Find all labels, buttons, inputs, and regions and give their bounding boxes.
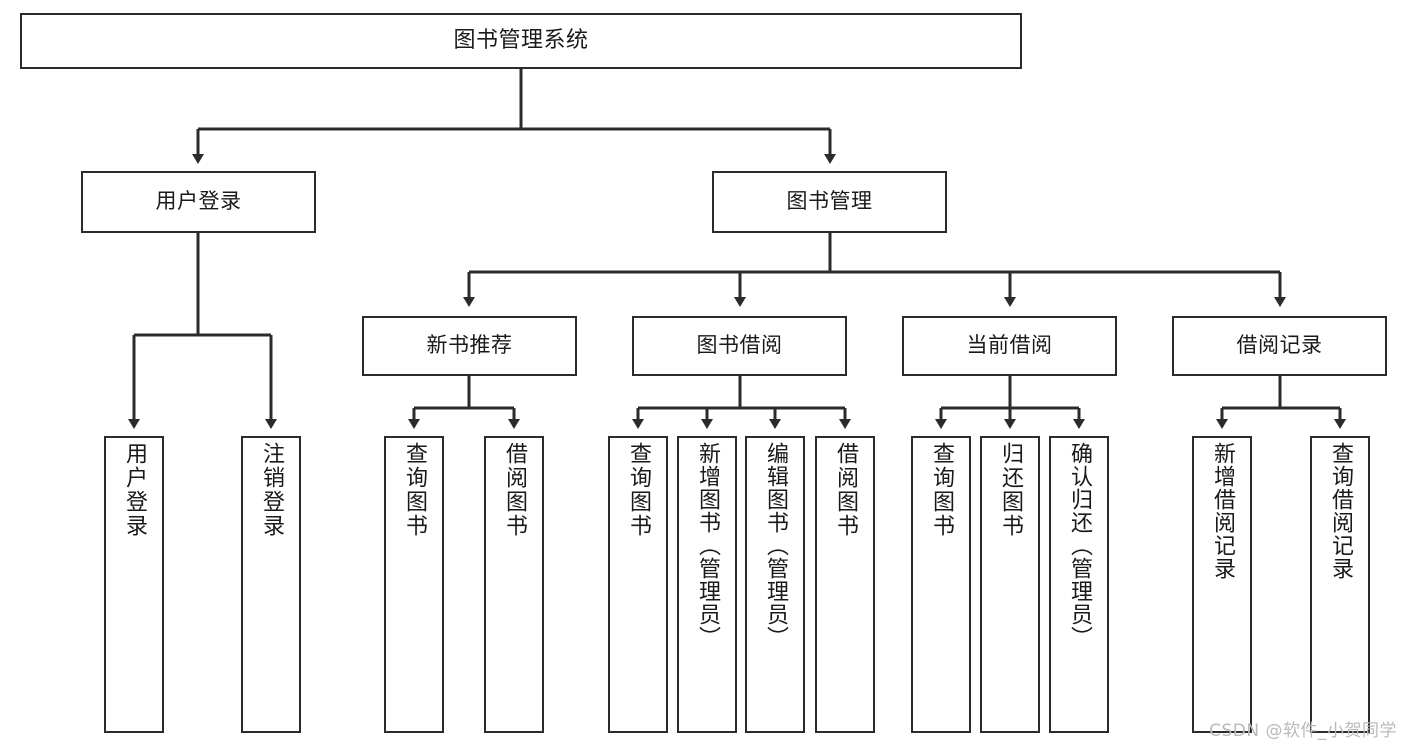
leaf-user-login-login[interactable]: 用户登录 bbox=[104, 436, 164, 733]
node-label: 归还图书 bbox=[998, 442, 1023, 538]
node-book-borrow[interactable]: 图书借阅 bbox=[632, 316, 847, 376]
node-new-book-recommend[interactable]: 新书推荐 bbox=[362, 316, 577, 376]
node-label: 借阅记录 bbox=[1236, 333, 1323, 358]
leaf-book-borrow-add[interactable]: 新增图书（管理员） bbox=[677, 436, 737, 733]
leaf-book-borrow-borrow[interactable]: 借阅图书 bbox=[815, 436, 875, 733]
leaf-book-borrow-query[interactable]: 查询图书 bbox=[608, 436, 668, 733]
node-label: 新增借阅记录 bbox=[1210, 442, 1235, 580]
node-label: 用户登录 bbox=[155, 189, 242, 214]
node-label: 新增图书（管理员） bbox=[695, 442, 720, 649]
node-label: 查询图书 bbox=[626, 442, 651, 538]
node-label: 确认归还（管理员） bbox=[1067, 442, 1092, 649]
node-label: 当前借阅 bbox=[966, 333, 1053, 358]
node-user-login[interactable]: 用户登录 bbox=[81, 171, 316, 233]
node-label: 借阅图书 bbox=[833, 442, 858, 538]
node-current-borrow[interactable]: 当前借阅 bbox=[902, 316, 1117, 376]
leaf-user-login-logout[interactable]: 注销登录 bbox=[241, 436, 301, 733]
leaf-borrow-record-add[interactable]: 新增借阅记录 bbox=[1192, 436, 1252, 733]
node-label: 编辑图书（管理员） bbox=[763, 442, 788, 649]
leaf-new-book-query[interactable]: 查询图书 bbox=[384, 436, 444, 733]
node-label: 查询图书 bbox=[402, 442, 427, 538]
node-borrow-record[interactable]: 借阅记录 bbox=[1172, 316, 1387, 376]
node-book-management[interactable]: 图书管理 bbox=[712, 171, 947, 233]
leaf-borrow-record-query[interactable]: 查询借阅记录 bbox=[1310, 436, 1370, 733]
leaf-book-borrow-edit[interactable]: 编辑图书（管理员） bbox=[745, 436, 805, 733]
node-label: 注销登录 bbox=[259, 442, 284, 538]
node-root-system[interactable]: 图书管理系统 bbox=[20, 13, 1022, 69]
node-label: 图书管理系统 bbox=[453, 27, 589, 53]
leaf-new-book-borrow[interactable]: 借阅图书 bbox=[484, 436, 544, 733]
node-label: 图书借阅 bbox=[696, 333, 783, 358]
node-label: 新书推荐 bbox=[426, 333, 513, 358]
node-label: 查询借阅记录 bbox=[1328, 442, 1353, 580]
leaf-current-borrow-return[interactable]: 归还图书 bbox=[980, 436, 1040, 733]
leaf-current-borrow-confirm-return[interactable]: 确认归还（管理员） bbox=[1049, 436, 1109, 733]
node-label: 查询图书 bbox=[929, 442, 954, 538]
node-label: 图书管理 bbox=[786, 189, 873, 214]
node-label: 用户登录 bbox=[122, 442, 147, 538]
leaf-current-borrow-query[interactable]: 查询图书 bbox=[911, 436, 971, 733]
node-label: 借阅图书 bbox=[502, 442, 527, 538]
